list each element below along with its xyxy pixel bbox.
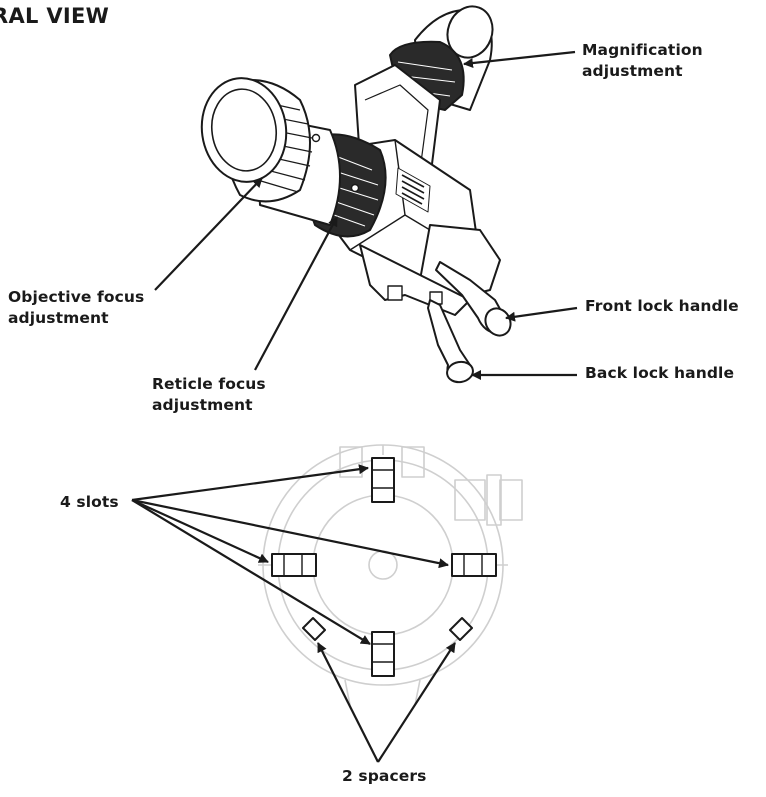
- arrow-spacer-left: [317, 642, 379, 763]
- label-4-slots: 4 slots: [60, 493, 119, 511]
- spacer-right: [449, 617, 473, 641]
- arrow-slot-bottom: [131, 499, 371, 645]
- label-magnification-line2: adjustment: [582, 62, 683, 80]
- label-objective-line1: Objective focus: [8, 288, 145, 306]
- lateral-view-drawing: [200, 5, 512, 384]
- arrow-slot-right: [131, 498, 449, 569]
- arrow-slot-left: [131, 498, 269, 564]
- label-back-lock-handle: Back lock handle: [585, 364, 735, 382]
- page-title: RAL VIEW: [0, 4, 110, 28]
- arrow-objective: [154, 177, 263, 291]
- label-magnification-line1: Magnification: [582, 41, 703, 59]
- leader-lines: [131, 50, 578, 763]
- arrow-reticle: [254, 216, 338, 371]
- eyepiece-end: [446, 5, 494, 59]
- label-reticle-line1: Reticle focus: [152, 375, 266, 393]
- slot-bottom: [371, 631, 395, 677]
- label-objective-line2: adjustment: [8, 309, 109, 327]
- arrow-magnification: [463, 50, 576, 69]
- slot-top: [371, 457, 395, 503]
- front-view-drawing: [258, 444, 523, 706]
- slot-left: [271, 553, 317, 577]
- arrow-spacer-right: [377, 642, 456, 763]
- arrow-slot-top: [131, 464, 369, 502]
- spacer-left: [302, 617, 326, 641]
- mount-ring-inner: [312, 494, 454, 636]
- label-2-spacers: 2 spacers: [342, 767, 427, 785]
- label-front-lock-handle: Front lock handle: [585, 297, 739, 315]
- slot-right: [451, 553, 497, 577]
- arrow-front-lock: [505, 306, 578, 322]
- objective-lens-inner: [211, 88, 277, 172]
- center-hub: [368, 550, 398, 580]
- label-reticle-line2: adjustment: [152, 396, 253, 414]
